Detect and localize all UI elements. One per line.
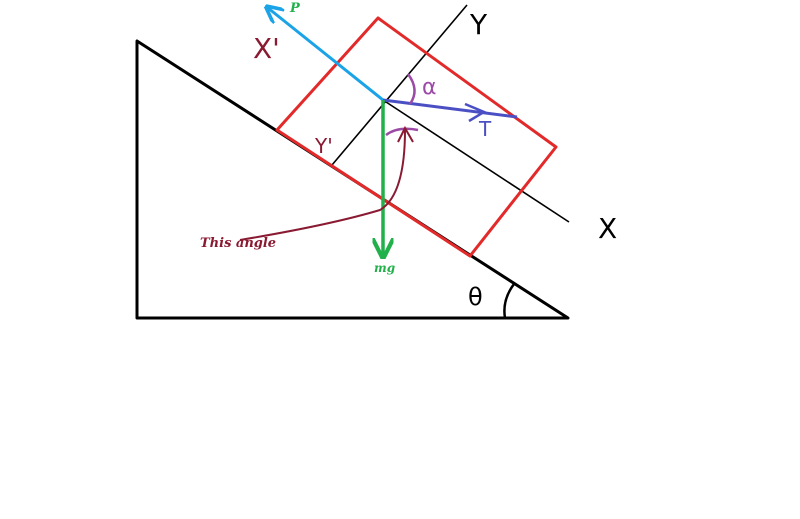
y-axis-line xyxy=(331,4,468,166)
y-axis-label: Y xyxy=(469,8,488,41)
mg-label: mg xyxy=(374,261,395,275)
p-vector xyxy=(268,8,384,102)
angle-arc-mg-x xyxy=(385,127,419,137)
theta-label: θ xyxy=(468,283,483,311)
this-angle-label: This angle xyxy=(200,236,276,251)
alpha-arc xyxy=(406,73,416,105)
t-vector xyxy=(382,98,518,119)
alpha-label: α xyxy=(422,75,437,100)
x-axis-line xyxy=(382,99,570,223)
p-label: P xyxy=(289,1,301,16)
this-angle-pointer xyxy=(239,129,406,241)
t-vector-head xyxy=(464,102,487,123)
y-prime-label: Y' xyxy=(314,134,333,158)
x-prime-label: X' xyxy=(253,32,280,65)
theta-arc xyxy=(503,283,516,319)
x-axis-label: X xyxy=(598,212,617,245)
block xyxy=(275,16,558,258)
t-label: T xyxy=(478,117,492,141)
this-angle-pointer-head xyxy=(397,125,414,143)
